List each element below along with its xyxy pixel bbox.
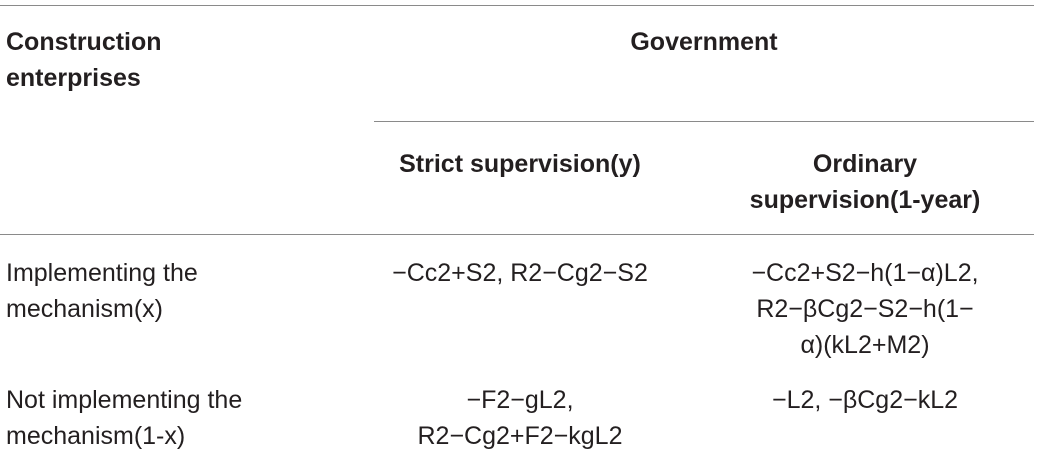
group-header-rule (374, 121, 1034, 122)
cell-implementing-ordinary: −Cc2+S2−h(1−α)L2, R2−βCg2−S2−h(1− α)(kL2… (700, 255, 1030, 363)
cell-not-implementing-ordinary: −L2, −βCg2−kL2 (700, 382, 1030, 418)
col-header-ordinary-line-1: Ordinary (812, 150, 918, 178)
row-label-not-implementing: Not implementing the mechanism(1-x) (6, 382, 242, 454)
cell-not-implementing-strict: −F2−gL2, R2−Cg2+F2−kgL2 (340, 382, 700, 454)
table-top-rule (0, 5, 1034, 6)
row-label-implementing: Implementing the mechanism(x) (6, 255, 198, 327)
row-label-line-2: mechanism(1-x) (6, 422, 186, 450)
row-header: Construction enterprises (6, 24, 162, 96)
cell-line: −Cc2+S2, R2−Cg2−S2 (392, 259, 648, 287)
cell-line: R2−βCg2−S2−h(1− (756, 295, 974, 323)
row-label-line-2: mechanism(x) (6, 295, 163, 323)
col-header-strict-label: Strict supervision(y) (399, 150, 641, 178)
row-header-line-1: Construction (6, 28, 162, 56)
row-label-line-1: Implementing the (6, 259, 198, 287)
header-bottom-rule (0, 234, 1034, 235)
cell-line: −Cc2+S2−h(1−α)L2, (751, 259, 979, 287)
cell-line: −F2−gL2, (466, 386, 574, 414)
group-header: Government (630, 28, 778, 56)
row-label-line-1: Not implementing the (6, 386, 243, 414)
col-header-ordinary: Ordinary supervision(1-year) (700, 146, 1030, 218)
cell-implementing-strict: −Cc2+S2, R2−Cg2−S2 (340, 255, 700, 291)
cell-line: −L2, −βCg2−kL2 (771, 386, 959, 414)
row-header-line-2: enterprises (6, 64, 141, 92)
cell-line: α)(kL2+M2) (800, 331, 930, 359)
cell-line: R2−Cg2+F2−kgL2 (417, 422, 623, 450)
col-header-ordinary-line-2: supervision(1-year) (749, 186, 981, 214)
col-header-strict: Strict supervision(y) (355, 146, 685, 182)
